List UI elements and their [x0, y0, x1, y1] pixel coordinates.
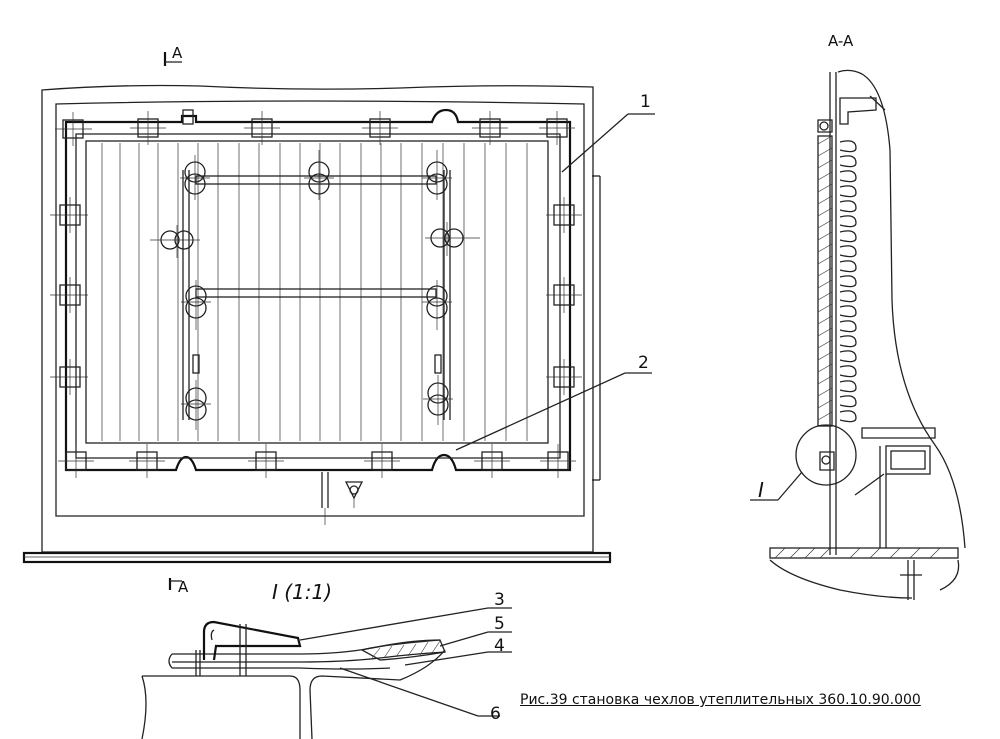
cover-seams	[101, 143, 528, 441]
front-view	[22, 52, 655, 590]
part-label-3: 3	[494, 590, 505, 610]
tie-bars	[182, 170, 451, 420]
part-label-6: 6	[490, 704, 501, 724]
part-label-2: 2	[638, 353, 649, 373]
figure-caption: Рис.39 становка чехлов утеплительных 360…	[520, 692, 921, 708]
part-label-4: 4	[494, 636, 505, 656]
frame-clamps	[50, 111, 582, 478]
detail-title: I (1:1)	[272, 580, 333, 604]
section-mark-bottom: A	[178, 578, 189, 596]
section-view	[750, 69, 966, 600]
heater-coils	[839, 140, 857, 423]
toggle-fasteners	[150, 150, 480, 430]
section-mark-top: A	[172, 44, 183, 62]
section-view-title: A-A	[828, 32, 854, 50]
part-label-1: 1	[640, 92, 651, 112]
detail-view	[141, 607, 512, 739]
insulation-hatching	[817, 135, 833, 421]
part-label-5: 5	[494, 614, 505, 634]
detail-marker: I	[758, 478, 764, 502]
